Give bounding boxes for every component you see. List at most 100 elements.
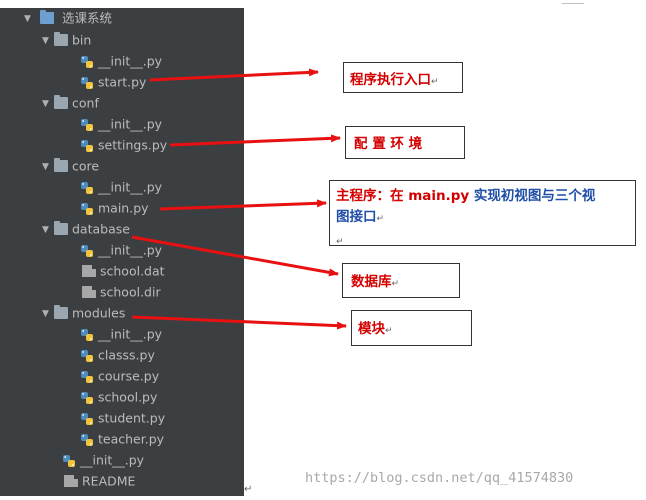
tree-item-label: start.py xyxy=(98,74,147,90)
tree-item-label: core xyxy=(72,158,100,174)
tree-file[interactable]: __init__.py xyxy=(80,114,162,134)
text-file-icon xyxy=(82,285,96,298)
python-file-icon xyxy=(81,118,93,131)
tree-file[interactable]: start.py xyxy=(80,72,146,92)
python-file-icon xyxy=(81,433,93,446)
tree-file[interactable]: course.py xyxy=(80,366,159,386)
python-file-icon xyxy=(81,391,93,404)
python-file-icon xyxy=(81,181,93,194)
callout-main-text-a: 主程序：在 xyxy=(336,188,409,204)
tree-item-label: bin xyxy=(72,32,92,48)
callout-main: 主程序：在 main.py 实现初视图与三个视 图接口↵ ↵ xyxy=(329,180,636,247)
tree-file[interactable]: __init__.py xyxy=(80,177,162,197)
tree-folder-core[interactable]: ▼ core xyxy=(42,156,99,176)
arrow-settings xyxy=(169,134,341,147)
tree-file[interactable]: __init__.py xyxy=(80,240,162,260)
arrow-start xyxy=(149,68,319,82)
tree-file[interactable]: school.py xyxy=(80,387,157,407)
tree-root-label: 选课系统 xyxy=(61,10,112,26)
expand-arrow-icon[interactable]: ▼ xyxy=(42,98,49,109)
paragraph-mark: ↵ xyxy=(385,326,393,336)
tree-item-label: __init__.py xyxy=(98,116,163,132)
tree-item-label: course.py xyxy=(98,368,160,384)
python-file-icon xyxy=(63,454,75,467)
expand-arrow-icon[interactable]: ▼ xyxy=(42,308,49,319)
tree-item-label: README xyxy=(82,473,136,489)
folder-icon xyxy=(54,157,68,172)
tree-file[interactable]: teacher.py xyxy=(80,429,164,449)
tree-file[interactable]: classs.py xyxy=(80,345,155,365)
callout-modules: 模块↵ xyxy=(351,310,472,346)
project-tree-panel: ▼ 选课系统 ▼ bin __init__.py start.py ▼ conf __ini… xyxy=(0,8,244,496)
python-file-icon xyxy=(81,370,93,383)
callout-entry: 程序执行入口↵ xyxy=(343,62,463,93)
paragraph-mark: ↵ xyxy=(391,279,400,289)
tree-folder-database[interactable]: ▼ database xyxy=(42,219,130,239)
expand-arrow-icon[interactable]: ▼ xyxy=(24,13,31,24)
tree-file[interactable]: __init__.py xyxy=(62,450,144,470)
tree-file[interactable]: __init__.py xyxy=(80,51,162,71)
tree-file[interactable]: main.py xyxy=(80,198,149,218)
arrow-modules xyxy=(131,315,347,330)
top-divider xyxy=(562,3,584,4)
callout-config: 配 置 环 境 xyxy=(345,126,465,159)
python-file-icon xyxy=(81,55,93,68)
expand-arrow-icon[interactable]: ▼ xyxy=(42,161,49,172)
tree-item-label: teacher.py xyxy=(98,431,165,447)
watermark-url: https://blog.csdn.net/qq_41574830 xyxy=(305,470,574,486)
callout-entry-text: 程序执行入口 xyxy=(350,72,431,88)
python-file-icon xyxy=(81,412,93,425)
arrow-database xyxy=(131,235,339,277)
python-file-icon xyxy=(81,328,93,341)
paragraph-mark: ↵ xyxy=(376,214,385,224)
tree-item-label: __init__.py xyxy=(98,53,163,69)
python-file-icon xyxy=(81,202,93,215)
folder-icon xyxy=(54,94,68,109)
folder-icon xyxy=(54,304,68,319)
expand-arrow-icon[interactable]: ▼ xyxy=(42,35,49,46)
tree-item-label: conf xyxy=(72,95,99,111)
tree-item-label: school.dir xyxy=(100,284,161,300)
tree-item-label: __init__.py xyxy=(98,326,163,342)
tree-folder-conf[interactable]: ▼ conf xyxy=(42,93,99,113)
tree-item-label: __init__.py xyxy=(98,179,163,195)
tree-file[interactable]: settings.py xyxy=(80,135,167,155)
paragraph-mark: ↵ xyxy=(336,237,344,247)
paragraph-mark: ↵ xyxy=(431,77,439,87)
tree-file[interactable]: student.py xyxy=(80,408,165,428)
callout-modules-text: 模块 xyxy=(358,321,385,337)
tree-item-label: __init__.py xyxy=(98,242,163,258)
tree-item-label: database xyxy=(72,221,130,237)
tree-file[interactable]: school.dat xyxy=(80,261,165,281)
folder-icon xyxy=(54,31,68,46)
expand-arrow-icon[interactable]: ▼ xyxy=(42,224,49,235)
tree-file[interactable]: school.dir xyxy=(80,282,161,302)
callout-main-file: main.py xyxy=(408,188,470,204)
tree-item-label: school.py xyxy=(98,389,158,405)
text-file-icon xyxy=(64,474,78,487)
tree-root[interactable]: ▼ 选课系统 xyxy=(24,8,112,28)
tree-file[interactable]: __init__.py xyxy=(80,324,162,344)
callout-main-text-d: 图接口 xyxy=(336,209,377,225)
tree-folder-bin[interactable]: ▼ bin xyxy=(42,30,91,50)
tree-folder-modules[interactable]: ▼ modules xyxy=(42,303,125,323)
tree-file[interactable]: README xyxy=(62,471,135,491)
paragraph-mark: ↵ xyxy=(244,484,253,495)
tree-item-label: modules xyxy=(72,305,126,321)
callout-database: 数据库↵ xyxy=(342,263,460,298)
callout-main-text-c: 实现初视图与三个视 xyxy=(469,188,596,204)
text-file-icon xyxy=(82,264,96,277)
tree-item-label: student.py xyxy=(98,410,166,426)
tree-item-label: __init__.py xyxy=(80,452,145,468)
callout-config-text: 配 置 环 境 xyxy=(354,136,423,152)
callout-database-text: 数据库 xyxy=(351,274,392,290)
tree-item-label: school.dat xyxy=(100,263,165,279)
tree-item-label: main.py xyxy=(98,200,149,216)
folder-icon xyxy=(54,220,68,235)
folder-icon xyxy=(39,9,54,24)
python-file-icon xyxy=(81,349,93,362)
python-file-icon xyxy=(81,244,93,257)
tree-item-label: classs.py xyxy=(98,347,155,363)
python-file-icon xyxy=(81,76,93,89)
